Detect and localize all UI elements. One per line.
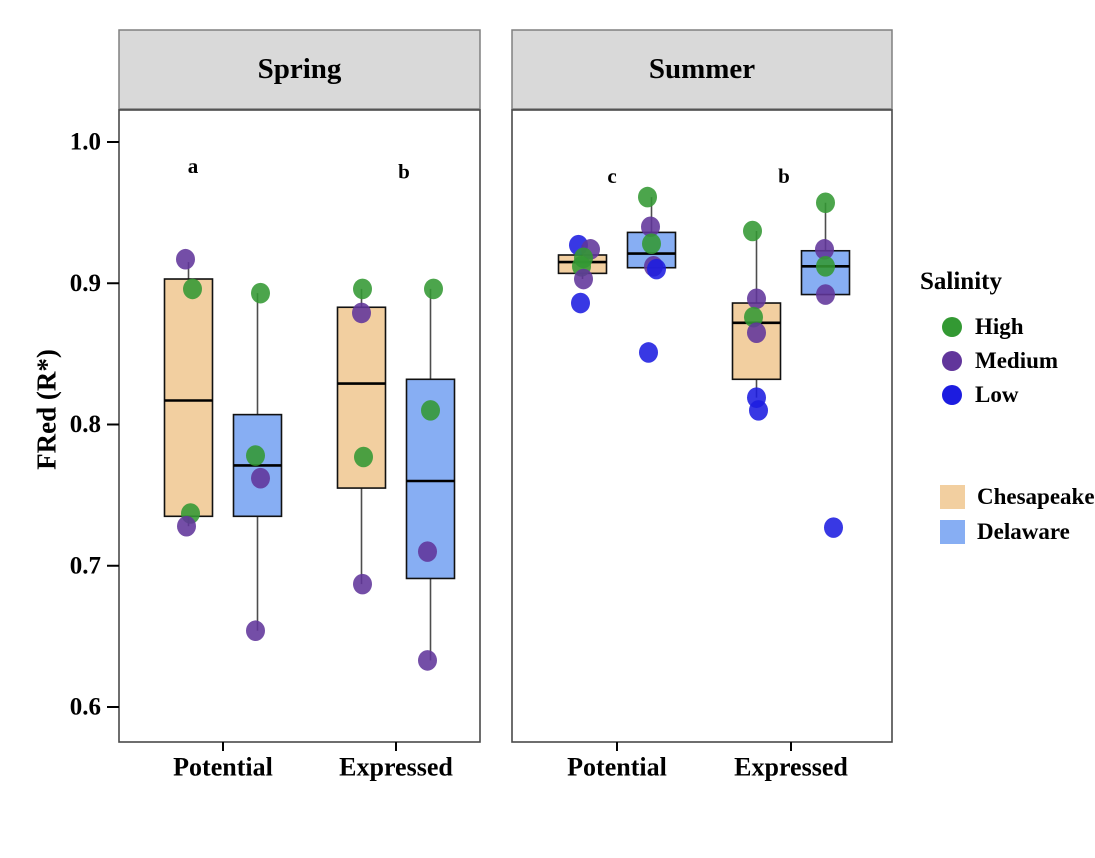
- chesapeake-swatch-icon: [940, 485, 965, 509]
- legend-item-label: Medium: [975, 348, 1059, 373]
- data-point-low: [749, 400, 768, 421]
- data-point-high: [251, 282, 270, 304]
- data-point-high: [744, 306, 763, 328]
- facet-strip-spring-title: Spring: [257, 53, 342, 85]
- data-point-high: [816, 192, 835, 214]
- y-axis-tick-label: 0.6: [70, 694, 101, 721]
- data-point-medium: [747, 322, 766, 343]
- data-point-medium: [418, 650, 437, 671]
- legend-item-label: High: [975, 314, 1024, 339]
- data-point-high: [743, 220, 762, 242]
- significance-letter: a: [188, 154, 199, 178]
- data-point-medium: [177, 515, 196, 537]
- facet-strip: [118, 29, 481, 110]
- legend-item-label: Delaware: [977, 519, 1070, 544]
- legend-item-low: Low: [942, 381, 1018, 409]
- data-point-medium: [251, 467, 270, 489]
- significance-letter: b: [398, 160, 410, 184]
- facet-strip: [511, 29, 893, 110]
- data-point-low: [571, 292, 590, 314]
- y-axis-title: FRed (R*): [31, 349, 62, 470]
- y-axis-tick-label: 0.7: [70, 552, 101, 579]
- legend-item-high: High: [942, 313, 1024, 341]
- legend-salinity-title: Salinity: [920, 268, 1002, 295]
- significance-letter: b: [778, 164, 790, 188]
- y-axis-tick-label: 1.0: [70, 129, 101, 156]
- low-salinity-dot-icon: [942, 385, 962, 405]
- data-point-high: [816, 255, 835, 277]
- x-axis-label: Potential: [173, 753, 273, 782]
- data-point-high: [246, 445, 265, 466]
- legend-item-chesapeake: Chesapeake: [940, 483, 1095, 511]
- data-point-low: [639, 342, 658, 363]
- data-point-low: [647, 258, 666, 280]
- data-point-medium: [418, 541, 437, 562]
- legend-item-label: Low: [975, 382, 1019, 407]
- data-point-low: [824, 517, 843, 538]
- data-point-high: [354, 446, 373, 468]
- legend-item-delaware: Delaware: [940, 518, 1070, 546]
- data-point-high: [638, 186, 657, 208]
- data-point-medium: [352, 302, 371, 324]
- x-axis-label: Expressed: [734, 753, 848, 782]
- data-point-medium: [353, 573, 372, 595]
- panel-border: [511, 109, 893, 743]
- legend-item-medium: Medium: [942, 347, 1058, 375]
- data-point-medium: [641, 216, 660, 238]
- significance-letter: c: [607, 164, 616, 188]
- data-point-high: [353, 278, 372, 300]
- legend-item-label: Chesapeake: [977, 484, 1095, 509]
- data-point-medium: [574, 268, 593, 290]
- delaware-swatch-icon: [940, 520, 965, 544]
- box-chesapeake: [163, 278, 214, 518]
- data-point-high: [424, 278, 443, 300]
- y-axis-tick-label: 0.8: [70, 411, 101, 438]
- data-point-medium: [816, 284, 835, 305]
- medium-salinity-dot-icon: [942, 351, 962, 371]
- data-point-medium: [815, 239, 834, 260]
- x-axis-label: Expressed: [339, 753, 453, 782]
- data-point-medium: [747, 288, 766, 310]
- y-axis-tick-label: 0.9: [70, 270, 101, 297]
- facet-strip-summer-title: Summer: [648, 53, 756, 85]
- data-point-medium: [176, 248, 195, 270]
- data-point-high: [642, 233, 661, 254]
- x-axis-label: Potential: [567, 753, 667, 782]
- data-point-high: [183, 278, 202, 300]
- high-salinity-dot-icon: [942, 317, 962, 337]
- data-point-high: [421, 400, 440, 421]
- data-point-medium: [246, 620, 265, 642]
